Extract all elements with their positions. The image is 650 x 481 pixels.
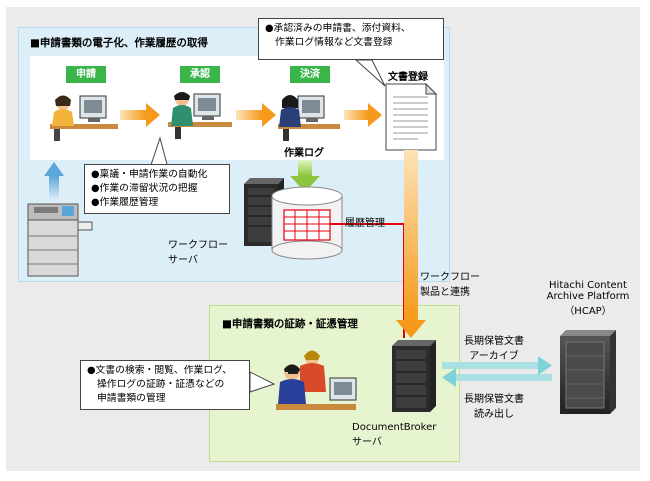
evidence-callout-line: ●文書の検索・閲覧、作業ログ、 [87, 365, 233, 376]
document-icon [385, 82, 438, 151]
evidence-callout-line: 操作ログの証跡・証憑などの [97, 379, 225, 390]
hcap-label-line: （HCAP） [564, 306, 612, 317]
archive-from-label-line: 読み出し [474, 409, 514, 420]
workflow-link-label: ワークフロー 製品と連携 [420, 268, 480, 298]
hcap-label: Hitachi Content Archive Platform （HCAP） [532, 280, 644, 317]
approver-person-icon [168, 92, 232, 139]
workflow-callout: ●稟議・申請作業の自動化 ●作業の滞留状況の把握 ●作業履歴管理 [84, 164, 230, 214]
workflow-server-label: ワークフロー サーバ [168, 236, 228, 266]
workflow-server-label-line: サーバ [168, 255, 198, 266]
flow-arrow-2 [236, 103, 276, 127]
documentbroker-label-line: DocumentBroker [352, 422, 437, 433]
archive-to-label-line: 長期保管文書 [464, 336, 524, 347]
workflow-link-label-line: 製品と連携 [420, 287, 470, 298]
scan-upload-arrow [44, 162, 64, 200]
workflow-callout-line: ●作業履歴管理 [91, 197, 159, 208]
workflow-server-label-line: ワークフロー [168, 240, 228, 251]
workflow-link-label-line: ワークフロー [420, 272, 480, 283]
registration-callout-line: 作業ログ情報など文書登録 [275, 37, 393, 48]
hcap-label-line: Archive Platform [546, 291, 630, 302]
evidence-callout-line: 申請書類の管理 [97, 393, 166, 404]
digitization-title: ■申請書類の電子化、作業履歴の取得 [30, 37, 208, 49]
step-approve-label: 承認 [180, 66, 220, 83]
copier-icon [27, 203, 93, 277]
step-settle-label: 決済 [290, 66, 330, 83]
top-callout-pointer [354, 59, 386, 87]
document-registration-label: 文書登録 [388, 72, 428, 83]
documentbroker-label-line: サーバ [352, 437, 382, 448]
applicant-person-icon [50, 95, 118, 141]
operators-person-icon [276, 350, 357, 410]
archive-from-label-line: 長期保管文書 [464, 394, 524, 405]
history-management-label: 履歴管理 [345, 218, 385, 229]
archive-to-arrow [442, 356, 552, 375]
bottom-callout-pointer [249, 371, 276, 393]
step-apply-label: 申請 [66, 66, 106, 83]
registration-callout: ●承認済みの申請書、添付資料、 作業ログ情報など文書登録 [258, 18, 444, 60]
workflow-callout-line: ●稟議・申請作業の自動化 [91, 169, 208, 180]
hcap-label-line: Hitachi Content [549, 280, 627, 291]
archive-from-label: 長期保管文書 読み出し [464, 390, 524, 420]
flow-arrow-1 [120, 103, 160, 127]
registration-callout-line: ●承認済みの申請書、添付資料、 [265, 23, 411, 34]
registration-arrow [396, 150, 426, 338]
decision-person-icon [278, 95, 340, 141]
archive-to-label-line: アーカイブ [469, 351, 519, 362]
documentbroker-server-label: DocumentBroker サーバ [352, 422, 436, 448]
work-log-arrow [290, 160, 320, 192]
archive-from-arrow [442, 368, 552, 387]
archive-to-label: 長期保管文書 アーカイブ [464, 332, 524, 362]
flow-arrow-3 [344, 103, 382, 127]
evidence-callout: ●文書の検索・閲覧、作業ログ、 操作ログの証跡・証憑などの 申請書類の管理 [80, 360, 250, 410]
evidence-title: ■申請書類の証跡・証憑管理 [222, 318, 358, 330]
hcap-storage-icon [560, 330, 616, 414]
work-log-label: 作業ログ [284, 148, 324, 159]
documentbroker-server-icon [392, 340, 436, 412]
workflow-callout-line: ●作業の滞留状況の把握 [91, 183, 198, 194]
